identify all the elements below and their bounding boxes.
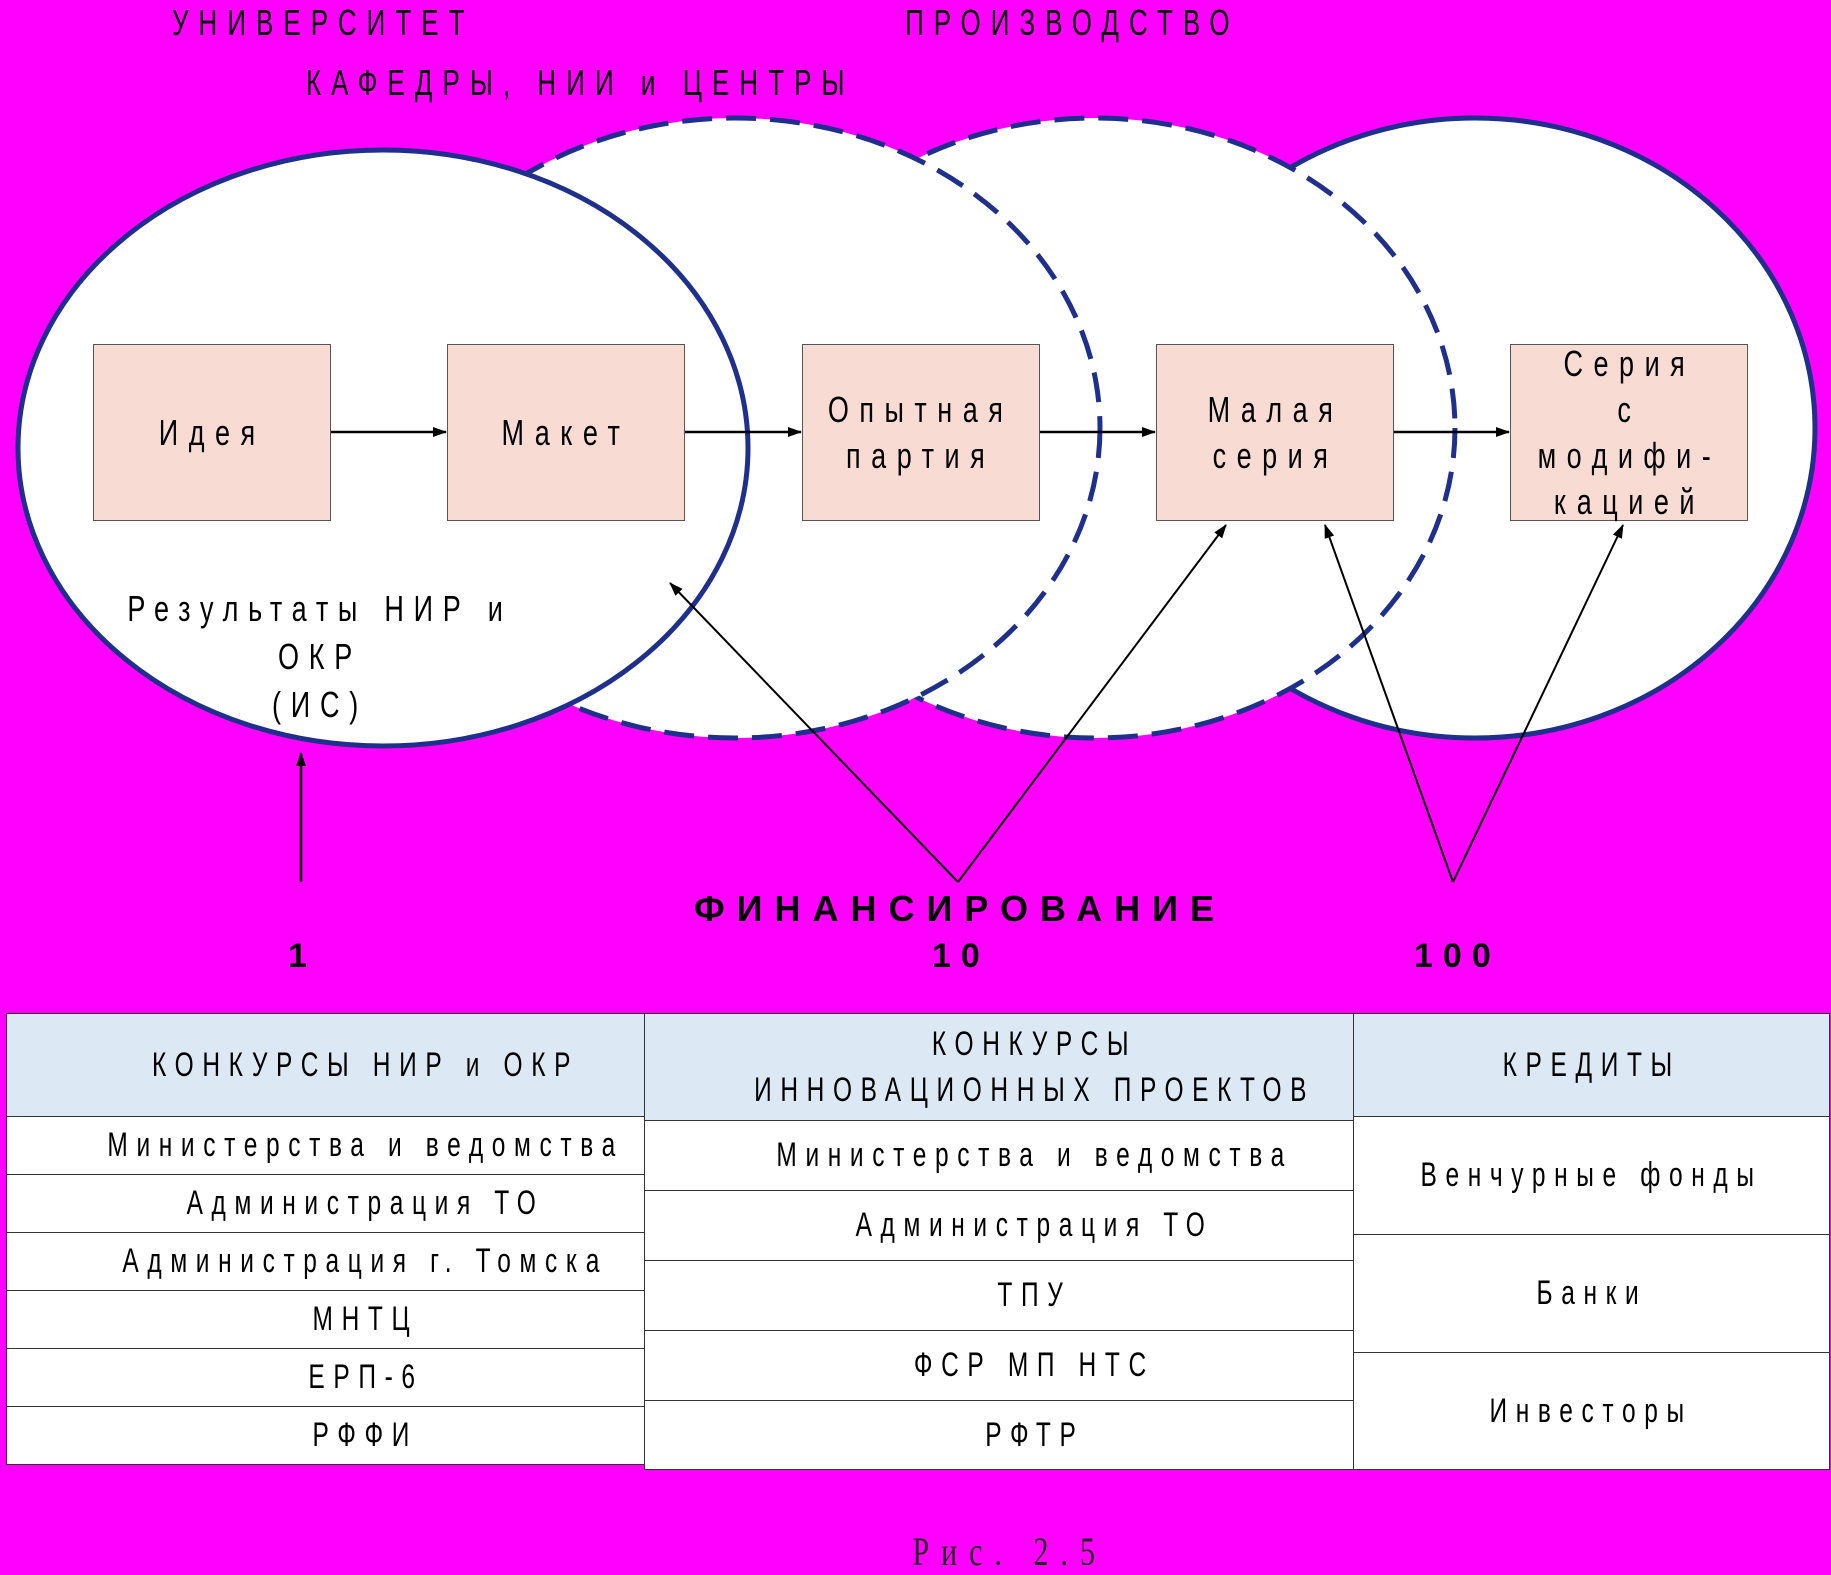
arrow-funding-10-right: [957, 524, 1227, 883]
stage-serial-modified: Серия с модифи- кацией: [1510, 342, 1748, 522]
table-cell: Администрация ТО: [855, 1206, 1214, 1244]
heading-university: УНИВЕРСИТЕТ: [172, 2, 475, 43]
stage-idea-label: Идея: [158, 411, 266, 453]
stage-pilot-batch-line1: Опытная: [828, 388, 1014, 430]
table-header: КОНКУРСЫ ИННОВАЦИОННЫХ ПРОЕКТОВ: [643, 1013, 1426, 1121]
stage-small-series-line1: Малая: [1207, 388, 1343, 430]
table-row: МНТЦ: [5, 1290, 726, 1349]
stage-idea: Идея: [93, 344, 331, 521]
stage-pilot-batch: Опытная партия: [802, 344, 1040, 521]
financing-scale-10: 10: [932, 937, 990, 975]
figure-caption: Рис. 2.5: [912, 1529, 1107, 1574]
table-cell: Венчурные фонды: [1420, 1156, 1763, 1194]
stage-model: Макет: [447, 344, 685, 521]
table-cell: ТПУ: [997, 1276, 1072, 1314]
table-cell: Инвесторы: [1489, 1391, 1694, 1430]
table-header: КРЕДИТЫ: [1352, 1013, 1831, 1117]
financing-scale-1: 1: [288, 937, 317, 975]
arrow-funding-100-left: [1324, 524, 1454, 883]
table-header-text: КОНКУРСЫ НИР и ОКР: [152, 1046, 580, 1084]
table-row: Венчурные фонды: [1352, 1116, 1831, 1235]
table-row: ФСР МП НТС: [643, 1330, 1426, 1401]
results-line2: (ИС): [272, 684, 368, 725]
table-cell: ФСР МП НТС: [914, 1346, 1156, 1384]
stage-model-label: Макет: [501, 411, 631, 453]
table-innovation-competitions: КОНКУРСЫ ИННОВАЦИОННЫХ ПРОЕКТОВ Министер…: [643, 1013, 1426, 1470]
table-row: ТПУ: [643, 1260, 1426, 1331]
table-header-text: КОНКУРСЫ: [931, 1025, 1138, 1063]
table-row: Министерства и ведомства: [643, 1120, 1426, 1191]
table-row: РФФИ: [5, 1406, 726, 1465]
table-cell: ЕРП-6: [308, 1358, 424, 1396]
table-row: РФТР: [643, 1400, 1426, 1470]
table-row: Инвесторы: [1352, 1352, 1831, 1470]
table-cell: Администрация г. Томска: [122, 1242, 609, 1280]
table-credits: КРЕДИТЫ Венчурные фонды Банки Инвесторы: [1352, 1013, 1831, 1470]
table-cell: Министерства и ведомства: [107, 1126, 624, 1164]
stage-serial-modified-line2: с модифи-: [1537, 388, 1721, 476]
table-row: Администрация ТО: [643, 1190, 1426, 1261]
stage-pilot-batch-line2: партия: [846, 434, 996, 476]
table-rd-competitions: КОНКУРСЫ НИР и ОКР Министерства и ведомс…: [5, 1013, 726, 1465]
table-cell: МНТЦ: [312, 1300, 419, 1338]
financing-scale-100: 100: [1414, 937, 1501, 975]
stage-small-series: Малая серия: [1156, 344, 1394, 521]
table-cell: РФТР: [985, 1415, 1085, 1454]
heading-production: ПРОИЗВОДСТВО: [905, 2, 1240, 43]
results-label: Результаты НИР и ОКР (ИС): [60, 585, 580, 729]
results-line1: Результаты НИР и ОКР: [127, 588, 513, 677]
table-row: Министерства и ведомства: [5, 1116, 726, 1175]
stage-small-series-line2: серия: [1212, 434, 1338, 476]
table-row: Администрация ТО: [5, 1174, 726, 1233]
table-cell: РФФИ: [312, 1416, 419, 1454]
table-row: ЕРП-6: [5, 1348, 726, 1407]
financing-label: ФИНАНСИРОВАНИЕ: [693, 888, 1227, 929]
arrow-funding-10-left: [669, 582, 959, 883]
heading-departments: КАФЕДРЫ, НИИ и ЦЕНТРЫ: [306, 62, 855, 103]
table-row: Администрация г. Томска: [5, 1232, 726, 1291]
arrow-funding-100-right: [1452, 524, 1624, 883]
table-header-text: ИННОВАЦИОННЫХ ПРОЕКТОВ: [754, 1071, 1316, 1109]
stage-serial-modified-line1: Серия: [1563, 342, 1695, 384]
ellipse-university: [15, 147, 751, 749]
table-cell: Администрация ТО: [186, 1184, 545, 1222]
stage-serial-modified-line3: кацией: [1553, 480, 1705, 522]
table-header: КОНКУРСЫ НИР и ОКР: [5, 1013, 726, 1117]
table-cell: Банки: [1536, 1274, 1647, 1312]
table-cell: Министерства и ведомства: [776, 1136, 1293, 1174]
table-row: Банки: [1352, 1234, 1831, 1353]
table-header-text: КРЕДИТЫ: [1502, 1046, 1681, 1084]
